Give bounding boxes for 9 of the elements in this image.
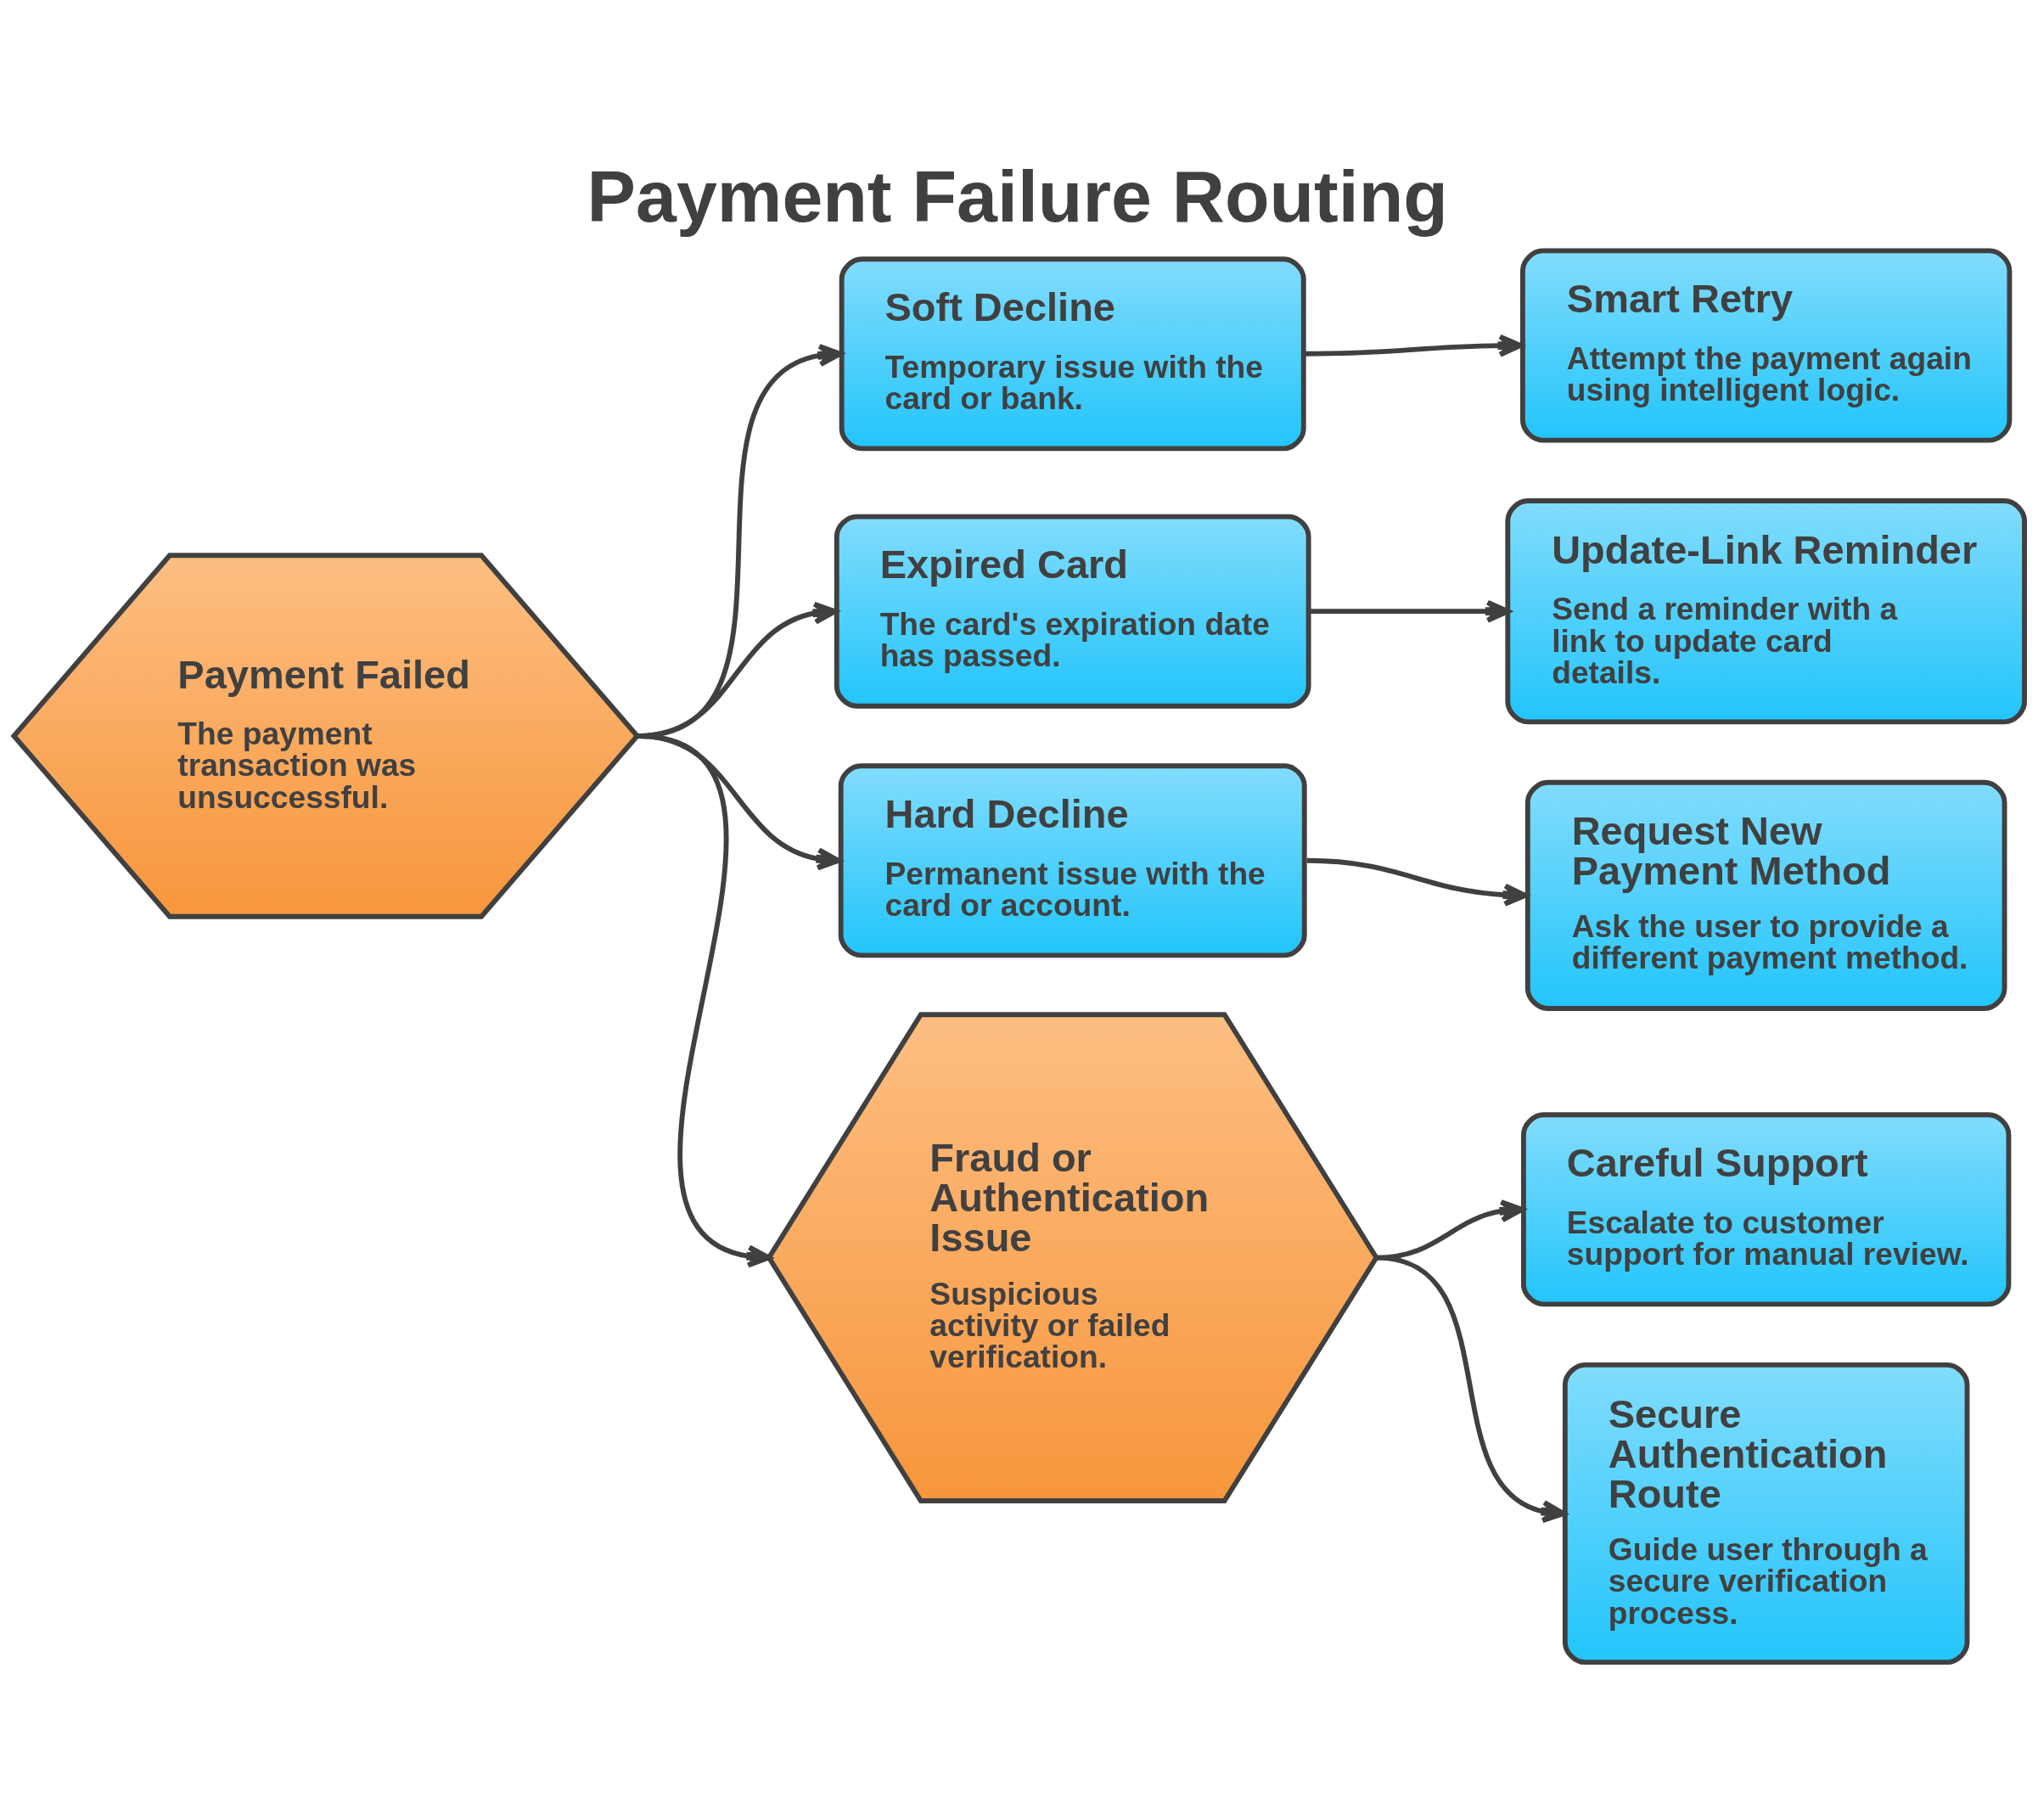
- node-box: Hard Decline Permanent issue with the card or account.: [838, 763, 1307, 958]
- node-box: Smart Retry Attempt the payment again using intelligent logic.: [1520, 248, 2013, 443]
- node-box: Expired Card The card's expiration date has passed.: [834, 514, 1311, 709]
- node-box: Request New Payment Method Ask the user to provide a different payment method.: [1524, 779, 2007, 1011]
- diagram-title: Payment Failure Routing: [587, 154, 1448, 237]
- node-box: Update-Link Reminder Send a reminder with a link to update card details.: [1505, 498, 2027, 725]
- node-box: Careful Support Escalate to customer support for manual review.: [1520, 1112, 2012, 1307]
- node-box: Soft Decline Temporary issue with the card or bank.: [839, 256, 1306, 452]
- node-box: Secure Authentication Route Guide user through a secure verification process.: [1562, 1362, 1970, 1666]
